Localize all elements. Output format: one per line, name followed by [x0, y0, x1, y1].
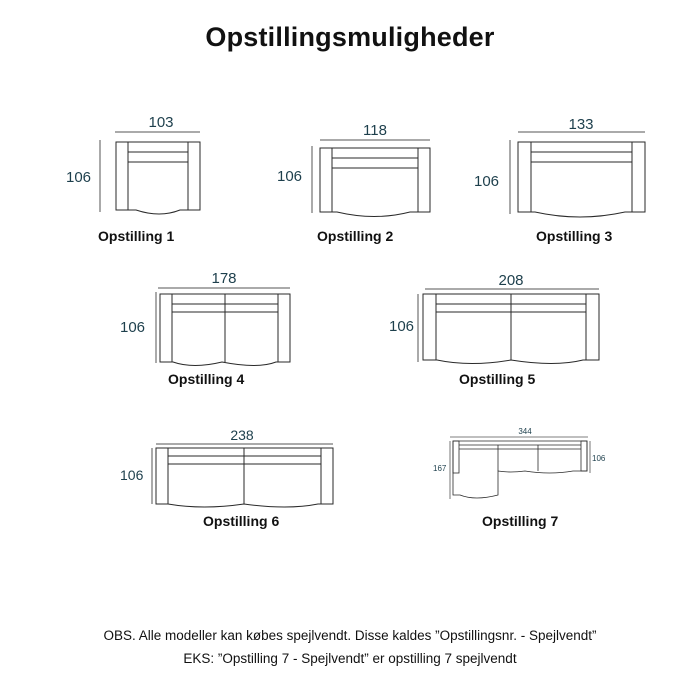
- depth-value: 106: [120, 319, 145, 336]
- page-title: Opstillingsmuligheder: [205, 22, 495, 52]
- width-value: 238: [230, 427, 254, 443]
- sofa-outline: [159, 293, 291, 366]
- setup-label-4: Opstilling 4: [168, 371, 245, 387]
- setup-label-7: Opstilling 7: [482, 513, 559, 529]
- footnote-line-1: OBS. Alle modeller kan købes spejlvendt.…: [103, 628, 597, 643]
- sofa-diagram-1: 103 106: [66, 114, 201, 215]
- setup-label-1: Opstilling 1: [98, 228, 175, 244]
- width-value: 118: [363, 122, 387, 139]
- setup-label-6: Opstilling 6: [203, 513, 280, 529]
- sofa-outline: [115, 141, 201, 215]
- width-value: 178: [211, 270, 236, 287]
- depth-value: 106: [66, 169, 91, 186]
- sofa-diagram-2: 118 106: [277, 122, 431, 217]
- width-value: 133: [568, 116, 593, 133]
- sofa-outline: [319, 147, 431, 217]
- sofa-outline: [422, 293, 600, 364]
- depth-value: 106: [474, 173, 499, 190]
- depth-value: 106: [389, 318, 414, 335]
- depth-value: 106: [277, 168, 302, 185]
- sofa-diagram-4: 178 106: [120, 270, 291, 366]
- sofa-outline: [452, 440, 588, 499]
- sofa-outline: [517, 141, 646, 218]
- depth-value: 106: [120, 467, 144, 483]
- sofa-outline: [155, 447, 334, 508]
- sofa-diagram-7: 344 106 167: [433, 427, 606, 499]
- setup-label-2: Opstilling 2: [317, 228, 394, 244]
- setup-label-3: Opstilling 3: [536, 228, 613, 244]
- sofa-diagram-5: 208 106: [389, 272, 600, 364]
- width-value: 208: [498, 272, 523, 289]
- sofa-diagram-3: 133 106: [474, 116, 646, 218]
- footnote-line-2: EKS: ”Opstilling 7 - Spejlvendt” er opst…: [183, 651, 517, 666]
- depth-value: 106: [592, 454, 606, 463]
- sofa-diagram-6: 238 106: [120, 427, 334, 508]
- chaise-depth-value: 167: [433, 464, 447, 473]
- width-value: 344: [518, 427, 532, 436]
- width-value: 103: [148, 114, 173, 131]
- setup-label-5: Opstilling 5: [459, 371, 536, 387]
